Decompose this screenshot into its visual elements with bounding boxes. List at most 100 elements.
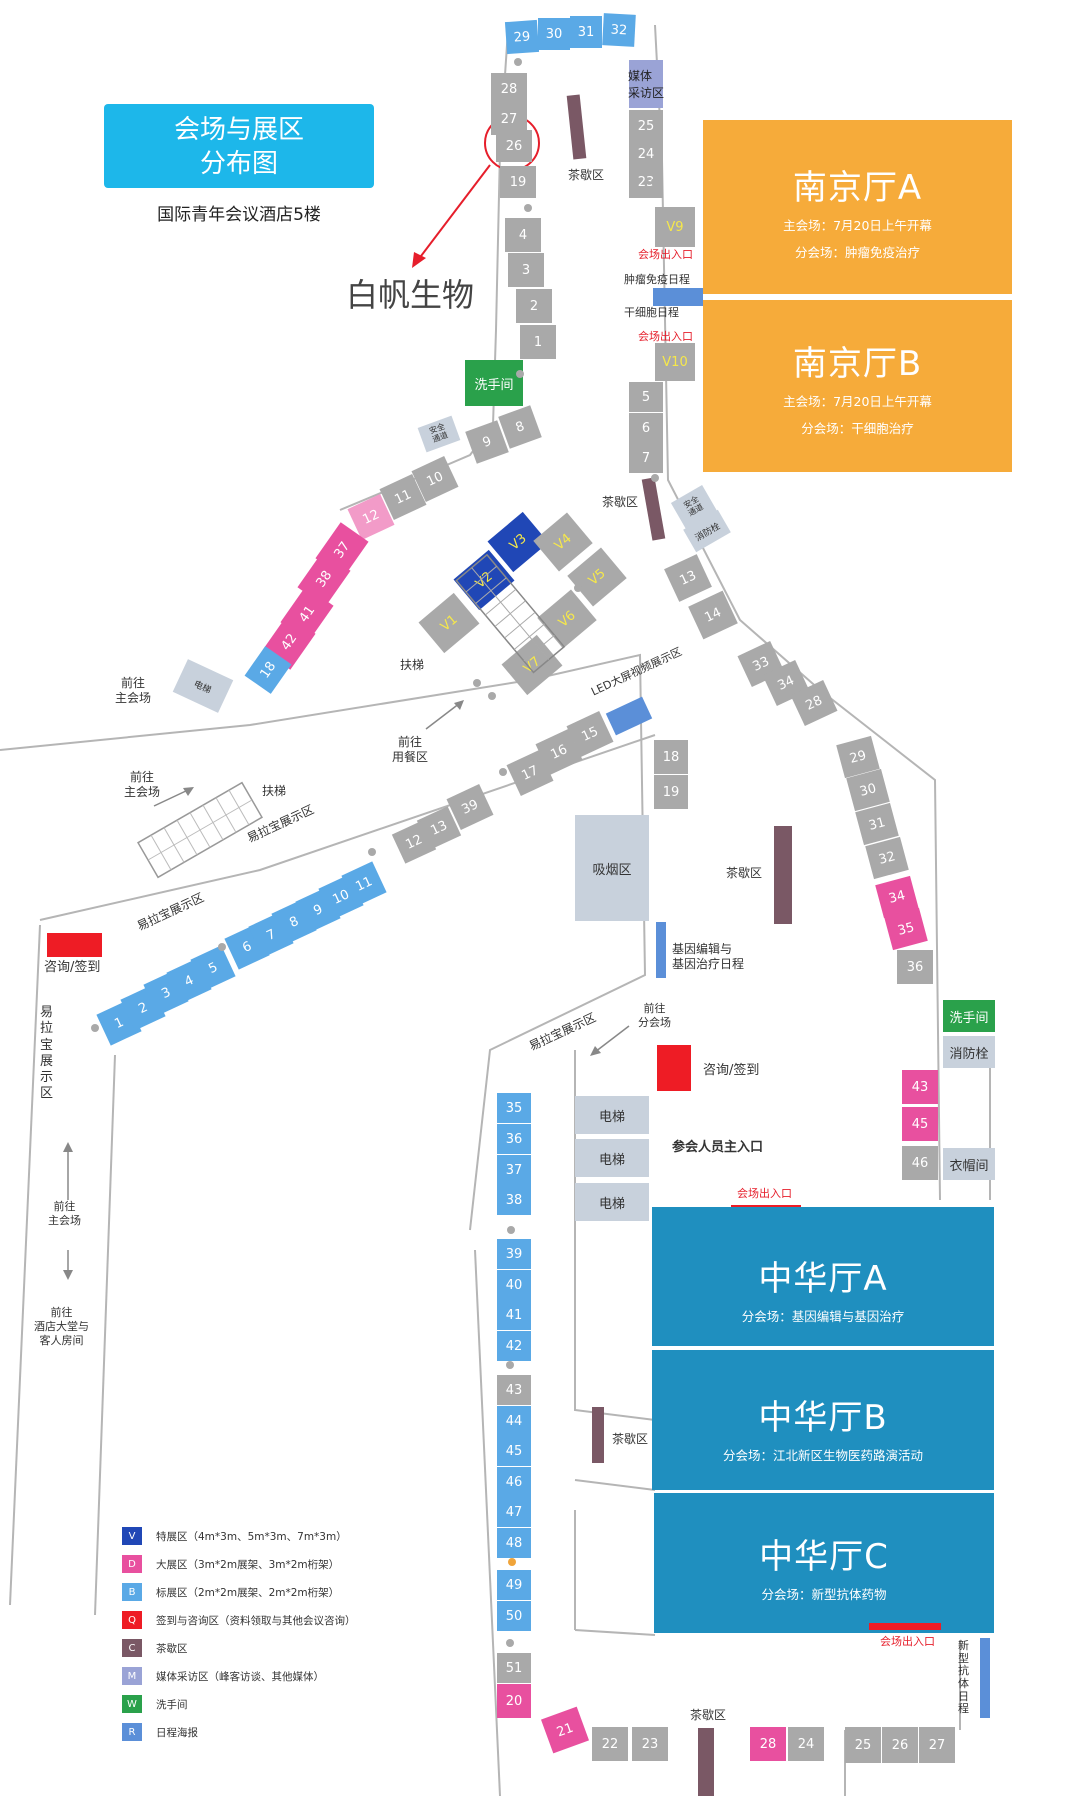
- booth-23-bottom[interactable]: 23: [632, 1727, 668, 1761]
- booth-31-top[interactable]: 31: [570, 16, 602, 48]
- booth-44-col[interactable]: 44: [497, 1406, 531, 1436]
- tea-label-bottom: 茶歇区: [690, 1708, 727, 1722]
- booth-25-upper[interactable]: 25: [629, 110, 663, 142]
- hall-nanjing-a-line2: 分会场：肿瘤免疫治疗: [794, 245, 920, 260]
- hall-nanjing-a[interactable]: 南京厅A 主会场：7月20日上午开幕 分会场：肿瘤免疫治疗: [703, 120, 1012, 294]
- booth-v9[interactable]: V9: [655, 207, 695, 247]
- legend-item-w: W 洗手间: [122, 1690, 442, 1718]
- antibody-schedule-poster[interactable]: [980, 1638, 990, 1718]
- booth-37-col[interactable]: 37: [497, 1155, 531, 1185]
- elevator-2[interactable]: 电梯: [575, 1139, 649, 1177]
- consult-desk-center[interactable]: [657, 1045, 691, 1091]
- booth-26-bottom[interactable]: 26: [882, 1727, 918, 1763]
- booth-46-right[interactable]: 46: [902, 1146, 938, 1180]
- booth-20-col[interactable]: 20: [497, 1684, 531, 1718]
- booth-6-upper[interactable]: 6: [629, 413, 663, 443]
- booth-19-upper[interactable]: 19: [500, 166, 536, 198]
- booth-43-right[interactable]: 43: [902, 1070, 938, 1104]
- title-line1: 会场与展区: [173, 115, 304, 145]
- booth-46-col[interactable]: 46: [497, 1467, 531, 1497]
- booth-v10[interactable]: V10: [655, 343, 695, 381]
- booth-5-upper[interactable]: 5: [629, 382, 663, 412]
- legend-item-d: D 大展区（3m*2m展架、3m*2m桁架）: [122, 1550, 442, 1578]
- booth-45-col[interactable]: 45: [497, 1436, 531, 1466]
- booth-43-col[interactable]: 43: [497, 1375, 531, 1405]
- gene-schedule-poster[interactable]: [656, 922, 666, 978]
- booth-47-col[interactable]: 47: [497, 1497, 531, 1527]
- booth-2-upper[interactable]: 2: [516, 289, 552, 323]
- legend-swatch-b: B: [122, 1583, 142, 1601]
- restroom-right[interactable]: 洗手间: [943, 1000, 995, 1032]
- escalator-label-lower: 扶梯: [262, 784, 287, 798]
- hall-zhonghua-a[interactable]: 中华厅A 分会场：基因编辑与基因治疗: [652, 1207, 994, 1346]
- booth-36-right[interactable]: 36: [897, 950, 933, 984]
- legend-swatch-w: W: [122, 1695, 142, 1713]
- booth-39-col[interactable]: 39: [497, 1239, 531, 1269]
- legend-swatch-c: C: [122, 1639, 142, 1657]
- arrow-dining: [425, 700, 464, 730]
- booth-35-col[interactable]: 35: [497, 1093, 531, 1123]
- goto-main-left: 前往 主会场: [115, 676, 152, 705]
- elevator-1[interactable]: 电梯: [575, 1096, 649, 1134]
- tea-bar-right: [774, 826, 792, 924]
- escalator-lower: [137, 781, 263, 879]
- booth-19-mid[interactable]: 19: [654, 775, 688, 809]
- booth-48-col[interactable]: 48: [497, 1528, 531, 1558]
- cloakroom[interactable]: 衣帽间: [943, 1148, 995, 1180]
- booth-45-right[interactable]: 45: [902, 1107, 938, 1141]
- booth-49-col[interactable]: 49: [497, 1570, 531, 1600]
- restroom-upper[interactable]: 洗手间: [465, 360, 523, 406]
- tea-bar-lower: [592, 1407, 604, 1463]
- legend-text-b: 标展区（2m*2m展架、2m*2m桁架）: [156, 1586, 340, 1599]
- booth-3-upper[interactable]: 3: [508, 253, 544, 287]
- booth-30-top[interactable]: 30: [538, 18, 570, 50]
- goto-main-bottom: 前往 主会场: [48, 1200, 81, 1227]
- booth-24-bottom[interactable]: 24: [788, 1727, 824, 1761]
- hall-nanjing-b[interactable]: 南京厅B 主会场：7月20日上午开幕 分会场：干细胞治疗: [703, 300, 1012, 472]
- hall-nanjing-a-name: 南京厅A: [792, 168, 923, 208]
- goto-lobby: 前往 酒店大堂与 客人房间: [34, 1306, 89, 1347]
- tea-label-lower: 茶歇区: [612, 1432, 649, 1446]
- booth-28-upper[interactable]: 28: [491, 73, 527, 105]
- legend-text-r: 日程海报: [156, 1726, 198, 1739]
- consult-desk-left[interactable]: [47, 933, 102, 957]
- booth-25-bottom[interactable]: 25: [845, 1727, 881, 1763]
- legend-swatch-r: R: [122, 1723, 142, 1741]
- hall-zhonghua-c[interactable]: 中华厅C 分会场：新型抗体药物: [654, 1493, 994, 1633]
- booth-28-bottom[interactable]: 28: [750, 1727, 786, 1761]
- hall-nanjing-a-line1: 主会场：7月20日上午开幕: [783, 218, 932, 233]
- media-area[interactable]: 媒体 采访区: [628, 60, 664, 108]
- booth-36-col[interactable]: 36: [497, 1124, 531, 1154]
- tumor-schedule-poster[interactable]: [653, 288, 703, 306]
- booth-7-upper[interactable]: 7: [629, 443, 663, 473]
- arrow-main-mid: [153, 787, 194, 807]
- exit-door-zh-c[interactable]: [869, 1623, 941, 1630]
- tea-label-top: 茶歇区: [568, 168, 605, 182]
- hall-zhonghua-b[interactable]: 中华厅B 分会场：江北新区生物医药路演活动: [652, 1350, 994, 1490]
- hall-zhonghua-c-name: 中华厅C: [759, 1537, 889, 1577]
- legend-text-m: 媒体采访区（峰客访谈、其他媒体）: [156, 1670, 324, 1683]
- hall-nanjing-b-line1: 主会场：7月20日上午开幕: [783, 394, 932, 409]
- booth-38-col[interactable]: 38: [497, 1185, 531, 1215]
- booth-41-col[interactable]: 41: [497, 1300, 531, 1330]
- booth-1-upper[interactable]: 1: [520, 325, 556, 359]
- tumor-schedule-label: 肿瘤免疫日程: [624, 273, 690, 286]
- booth-51-col[interactable]: 51: [497, 1653, 531, 1683]
- booth-27-bottom[interactable]: 27: [919, 1727, 955, 1763]
- title-box: 会场与展区 分布图: [104, 104, 374, 188]
- booth-22-bottom[interactable]: 22: [592, 1727, 628, 1761]
- booth-4-upper[interactable]: 4: [505, 218, 541, 252]
- booth-18-mid[interactable]: 18: [654, 740, 688, 774]
- elevator-3[interactable]: 电梯: [575, 1183, 649, 1221]
- booth-24-upper[interactable]: 24: [629, 138, 663, 170]
- subtitle: 国际青年会议酒店5楼: [157, 205, 321, 225]
- smoking-area[interactable]: 吸烟区: [575, 815, 649, 921]
- booth-26[interactable]: 26: [496, 130, 532, 162]
- legend-swatch-v: V: [122, 1527, 142, 1545]
- booth-42-col[interactable]: 42: [497, 1331, 531, 1361]
- booth-27[interactable]: 27: [491, 103, 527, 135]
- booth-40-col[interactable]: 40: [497, 1270, 531, 1300]
- booth-50-col[interactable]: 50: [497, 1601, 531, 1631]
- legend-text-q: 签到与咨询区（资料领取与其他会议咨询）: [156, 1614, 356, 1627]
